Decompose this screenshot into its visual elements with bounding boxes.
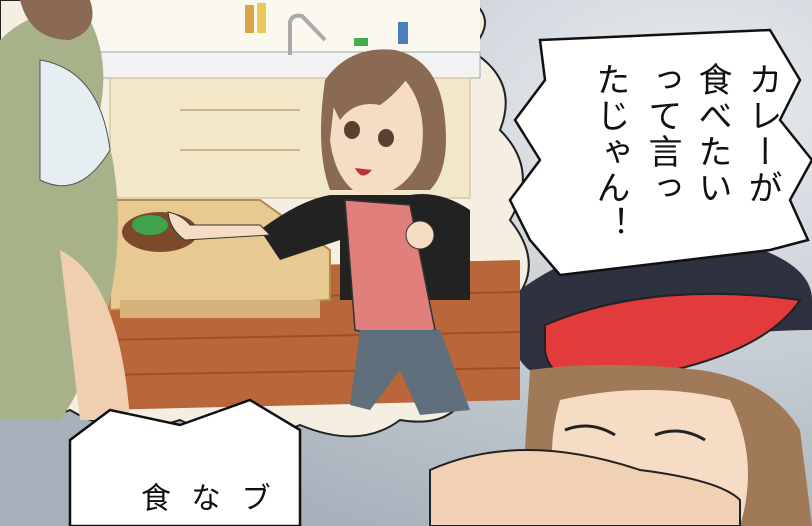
bubble-right-line-3: って言っ [642,62,682,206]
flashback-scene [0,0,530,438]
bubble-right-line-2: 食べたい [692,62,732,206]
faucet [288,13,327,55]
bubble-bottom-line-1: ブ [235,482,270,514]
crying-person [429,238,812,526]
speech-bubble-right [508,28,812,277]
arm-wiping-tears [429,449,741,526]
girl-figure [167,49,470,415]
bubble-right-line-4: たじゃん！ [590,62,630,242]
bubble-bottom-line-3: 食 [135,482,170,514]
bubble-right-line-1: カレーが [742,62,782,206]
girl-shorts [350,330,470,415]
kitchen-wall [60,0,480,60]
bubble-bottom-line-2: な [185,482,220,514]
speech-bubble-bottom [68,398,302,526]
